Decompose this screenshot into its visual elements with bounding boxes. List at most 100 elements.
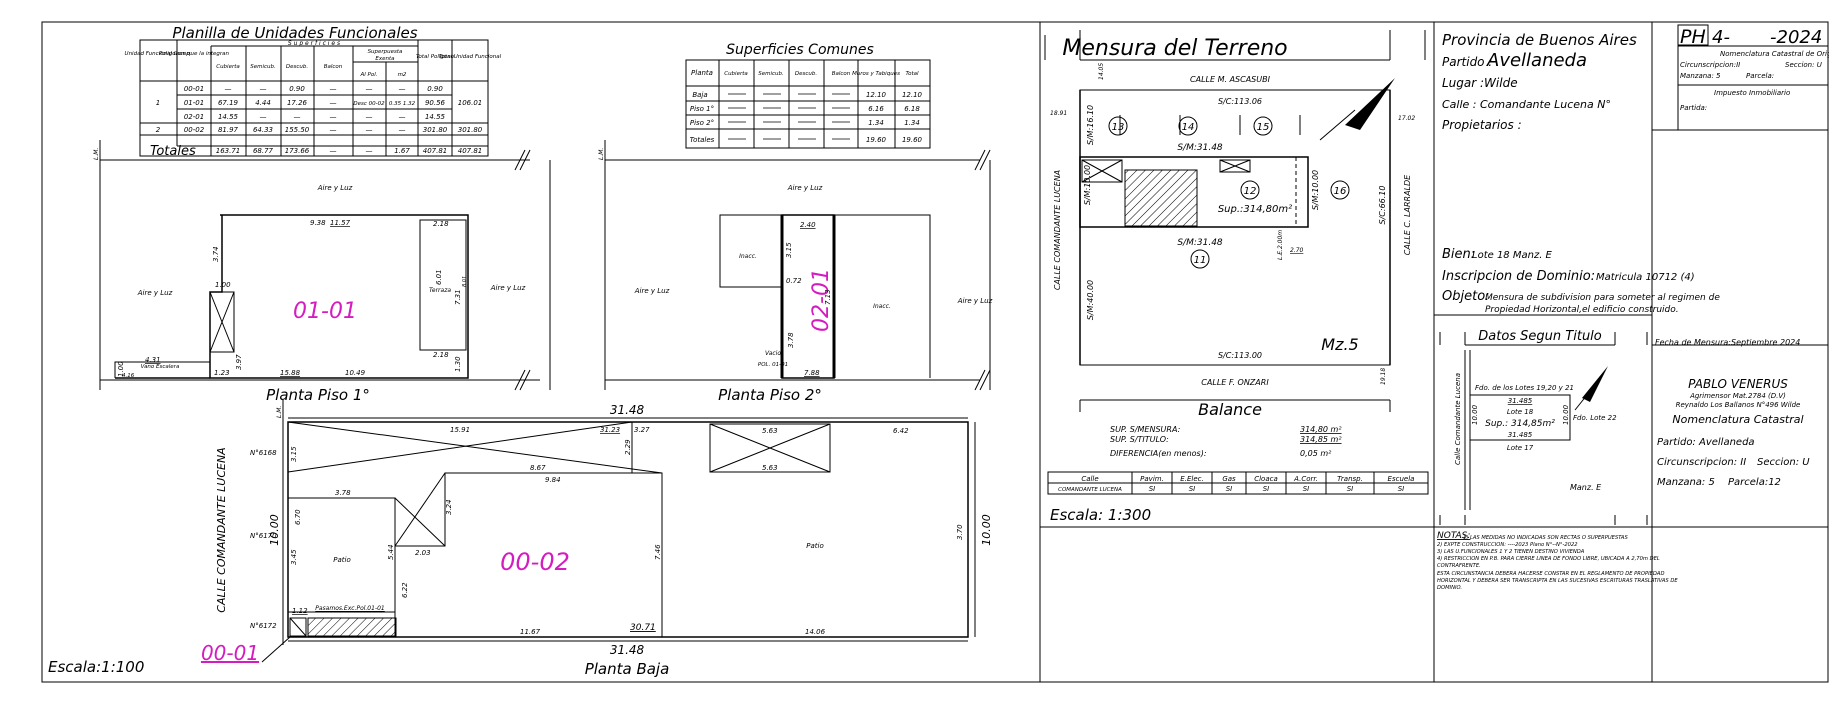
planilla-tot-label: Totales xyxy=(150,144,196,159)
planta1-d8: 1.00 xyxy=(215,281,231,289)
cartouche-ph: PH xyxy=(1680,26,1706,48)
planta1-aire-left: Aire y Luz xyxy=(137,289,173,297)
planta1-escalera: Vano Escalera xyxy=(141,364,180,370)
comunes-title: Superficies Comunes xyxy=(726,42,874,58)
cartouche-secc2: Seccion: U xyxy=(1757,457,1810,468)
mensura-smb: S/M:31.48 xyxy=(1177,238,1223,248)
plantabaja-d12: 5.44 xyxy=(387,544,395,560)
mensura-c6: L.E.2.00m xyxy=(1277,230,1284,260)
balance-header-4: Cloaca xyxy=(1254,475,1278,483)
planta2-d6: 7.88 xyxy=(804,369,820,377)
planilla-r1c-cub: 14.55 xyxy=(218,113,239,121)
plantabaja-d5: 6.42 xyxy=(893,427,909,435)
comunes-r2: Piso 1° xyxy=(690,105,714,113)
notas-line-7: DOMINIO. xyxy=(1437,585,1462,591)
planta1-d17: 1.00 xyxy=(117,361,125,377)
plantabaja-bottom: 31.48 xyxy=(610,643,645,657)
planta1-aire-top: Aire y Luz xyxy=(317,184,353,192)
titulo-manz: Manz. E xyxy=(1570,483,1602,492)
plantabaja-d19: 5.63 xyxy=(762,464,778,472)
plantabaja-title: Planta Baja xyxy=(585,660,670,678)
planilla-r1b-desc: 17.26 xyxy=(287,99,308,107)
balance: Balance SUP. S/MENSURA: 314,80 m² SUP. S… xyxy=(1047,399,1429,524)
planta1-d9: 3.97 xyxy=(235,354,243,370)
planta2-inacc2: Inacc. xyxy=(873,303,891,310)
plantabaja-right: 10.00 xyxy=(980,514,993,546)
info-partido-label: Partido : xyxy=(1442,55,1492,69)
planta1-aire-right: Aire y Luz xyxy=(490,284,526,292)
comunes-r4: Totales xyxy=(690,136,715,144)
cartouche-parc2: Parcela:12 xyxy=(1728,477,1781,488)
mensura-lot15: 15 xyxy=(1257,122,1270,133)
plantabaja-pasillo: Pasamos.Exc.Pol.01-01 xyxy=(315,605,385,612)
info-partido-value: Avellaneda xyxy=(1486,50,1587,71)
comunes-r1-t: 12.10 xyxy=(902,91,923,99)
comunes-r2-t: 6.18 xyxy=(904,105,920,113)
titulo-v4: 10.00 xyxy=(1562,404,1570,425)
balance-cell-3: SI xyxy=(1226,485,1233,493)
plantabaja-d3: 3.27 xyxy=(634,426,650,434)
mensura-calle-top: CALLE M. ASCASUBI xyxy=(1190,75,1271,84)
planta1-d10: 4.31 xyxy=(145,356,161,364)
datos-titulo: Datos Segun Titulo Fdo. de los Lotes 19,… xyxy=(1439,329,1648,525)
north-arrow-icon xyxy=(1345,78,1395,130)
plantabaja-d13: 6.22 xyxy=(401,582,409,598)
titulo-v1: 31.485 xyxy=(1508,397,1533,405)
plantabaja-d10: 3.24 xyxy=(445,499,453,515)
planta2-label: 02-01 xyxy=(809,268,834,332)
mensura-c4: 19.18 xyxy=(1380,368,1387,385)
planta-piso-1: Aire y Luz Aire y Luz Aire y Luz 01-01 T… xyxy=(93,140,551,404)
mensura-sc-bottom: S/C:113.00 xyxy=(1218,351,1262,360)
plantabaja-d17: 14.06 xyxy=(805,628,826,636)
titulo-title: Datos Segun Titulo xyxy=(1478,329,1602,344)
cartouche-circ: Circunscripcion:II xyxy=(1680,61,1740,69)
plantabaja-left: 10.00 xyxy=(268,514,281,546)
plantabaja-top: 31.48 xyxy=(610,403,645,417)
planta2-title: Planta Piso 2° xyxy=(718,386,822,404)
balance-v1: 314,80 m² xyxy=(1300,425,1342,434)
titulo-fdo: Fdo. de los Lotes 19,20 y 21 xyxy=(1475,384,1574,392)
planta2-aire-right: Aire y Luz xyxy=(957,297,993,305)
planilla-h-cub: Cubierta xyxy=(216,64,240,70)
cartouche-secc: Seccion: U xyxy=(1785,61,1822,69)
cartouche-fecha: Fecha de Mensura:Septiembre 2024 xyxy=(1655,338,1800,347)
comunes-h-balc: Balcon xyxy=(832,71,851,77)
plantabaja-patio1: Patio xyxy=(333,556,350,564)
planta1-d3: 2.18 xyxy=(433,220,449,228)
notas-title: NOTAS: xyxy=(1437,531,1470,541)
plantabaja-d1: 15.91 xyxy=(450,426,470,434)
titulo-lote: Lote 18 xyxy=(1507,408,1534,416)
comunes-r1: Baja xyxy=(692,91,707,99)
cartouche-manz2: Manzana: 5 xyxy=(1657,477,1715,488)
plantabaja-label2: 00-01 xyxy=(201,641,259,665)
planta1-d12: 1.23 xyxy=(214,369,230,377)
mensura-c3: 17.02 xyxy=(1398,115,1415,122)
mensura-calle-left: CALLE COMANDANTE LUCENA xyxy=(1053,170,1062,290)
planta2-d5: 3.78 xyxy=(787,332,795,348)
plantabaja-d20: 1.12 xyxy=(292,607,308,615)
comunes-r3-t: 1.34 xyxy=(904,119,920,127)
balance-header-7: Escuela xyxy=(1388,475,1415,483)
balance-header-0: Calle xyxy=(1081,475,1098,483)
notas-line-6: HORIZONTAL Y DEBERA SER TRANSCRIPTA EN L… xyxy=(1437,578,1678,584)
comunes-r1-m: 12.10 xyxy=(866,91,887,99)
cartouche-dir: Reynaldo Los Ballanos N°496 Wilde xyxy=(1676,401,1801,409)
planta2-d4: 7.13 xyxy=(824,289,832,305)
info-inscr-label: Inscripcion de Dominio: xyxy=(1442,269,1595,284)
plantabaja-n2: N°6170 xyxy=(250,532,277,540)
comunes-r4-t: 19.60 xyxy=(902,136,923,144)
planta1-d1: 9.38 xyxy=(310,219,326,227)
info-obj-v2: Propiedad Horizontal,el edificio constru… xyxy=(1485,305,1679,315)
planilla-r1-totuf: 106.01 xyxy=(458,99,483,107)
mensura-lot13: 13 xyxy=(1112,122,1125,133)
planilla-r2-semi: 64.33 xyxy=(253,126,273,134)
balance-cell-5: SI xyxy=(1303,485,1310,493)
mensura-lot11: 11 xyxy=(1194,255,1207,266)
planta1-d5: 7.31 xyxy=(454,289,462,305)
comunes-h-total: Total xyxy=(905,71,919,77)
cartouche-parc: Parcela: xyxy=(1746,72,1774,80)
info-lugar: Lugar :Wilde xyxy=(1442,76,1518,90)
titulo-lote22: Fdo. Lote 22 xyxy=(1573,414,1617,422)
info-obj-v1: Mensura de subdivision para someter al r… xyxy=(1485,293,1720,303)
